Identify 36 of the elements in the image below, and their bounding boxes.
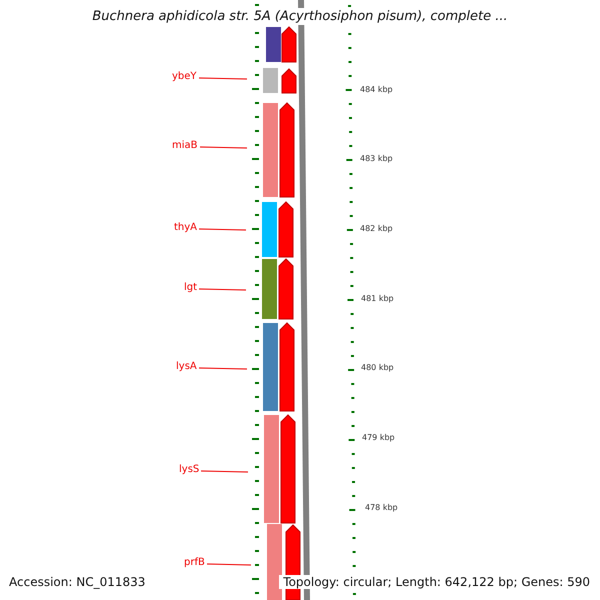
- gene-label: ybeY: [172, 71, 197, 83]
- gene-bar: [263, 103, 278, 197]
- scale-label: 478 kbp: [365, 503, 398, 513]
- leader-line: [206, 564, 252, 566]
- strand-block: [278, 258, 294, 320]
- strand-block: [280, 322, 294, 412]
- leader-line: [200, 470, 248, 472]
- leader-line: [198, 368, 248, 370]
- gene-label: prfB: [184, 557, 205, 569]
- scale-label: 480 kbp: [361, 363, 394, 373]
- scale-label: 484 kbp: [360, 85, 393, 95]
- gene-bar: [263, 323, 278, 411]
- scale-label: 481 kbp: [361, 294, 394, 304]
- gene-label: lysA: [176, 361, 197, 373]
- leader-line: [198, 228, 246, 230]
- leader-line: [200, 146, 248, 148]
- strand-block: [282, 26, 296, 62]
- scale-label: 479 kbp: [362, 433, 395, 443]
- gene-label: lysS: [179, 464, 200, 476]
- strand-block: [280, 414, 296, 524]
- gene-label: lgt: [184, 282, 198, 294]
- gene-bar: [262, 259, 277, 319]
- gene-bar: [266, 27, 281, 62]
- scale-label: 482 kbp: [360, 224, 393, 234]
- gene-bar: [267, 524, 282, 600]
- gene-label: thyA: [174, 222, 198, 234]
- gene-bar: [263, 68, 278, 93]
- gene-label: miaB: [172, 140, 198, 152]
- strand-block: [278, 201, 294, 258]
- gene-bar: [264, 415, 279, 523]
- scale-label: 483 kbp: [360, 154, 393, 164]
- strand-block: [280, 102, 294, 198]
- leader-line: [198, 78, 248, 80]
- strand-block: [282, 68, 296, 94]
- gene-bar: [262, 202, 277, 257]
- leader-line: [198, 288, 246, 290]
